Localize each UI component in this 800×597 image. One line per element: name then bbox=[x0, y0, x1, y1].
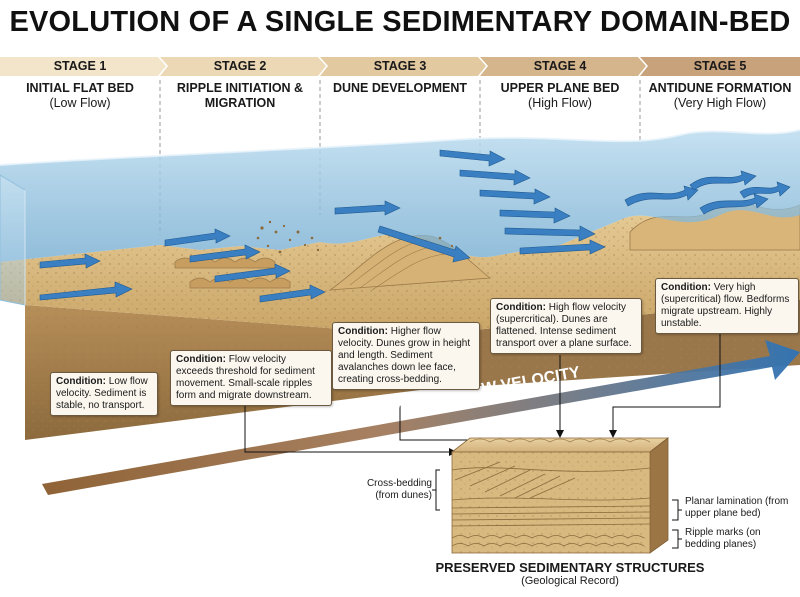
flow-arrow bbox=[39, 281, 133, 301]
flow-arrow bbox=[259, 284, 326, 303]
preserved-block bbox=[450, 437, 670, 554]
stage-label-2: STAGE 2 bbox=[213, 59, 267, 73]
stage-name: DUNE DEVELOPMENT bbox=[332, 81, 468, 95]
stage-label-1: STAGE 1 bbox=[53, 59, 107, 73]
stage-label-5: STAGE 5 bbox=[693, 59, 747, 73]
condition-text: Higher flow velocity. Dunes grow in heig… bbox=[338, 326, 471, 385]
stage-title-5: ANTIDUNE FORMATION (Very High Flow) bbox=[640, 81, 800, 111]
flow-arrow bbox=[479, 188, 551, 205]
condition-box-stage-3: Condition: Higher flow velocity. Dunes g… bbox=[332, 322, 480, 390]
stage-subtitle: (Low Flow) bbox=[49, 96, 111, 110]
stage-subtitle: (High Flow) bbox=[528, 96, 592, 110]
preserved-structures-title: PRESERVED SEDIMENTARY STRUCTURES bbox=[435, 560, 705, 575]
condition-box-stage-2: Condition: Flow velocity exceeds thresho… bbox=[170, 350, 332, 406]
flow-arrow bbox=[214, 263, 291, 283]
condition-heading: Condition: bbox=[176, 354, 226, 365]
stage-subtitle: (Very High Flow) bbox=[673, 96, 767, 110]
condition-box-stage-1: Condition: Low flow velocity. Sediment i… bbox=[50, 372, 158, 416]
connector-lines bbox=[244, 305, 721, 456]
condition-heading: Condition: bbox=[56, 376, 106, 387]
velocity-arrow bbox=[42, 340, 800, 495]
label-cross-bedding: Cross-bedding (from dunes) bbox=[366, 478, 432, 501]
flow-arrow bbox=[624, 185, 699, 207]
stage-banner-1 bbox=[0, 57, 166, 76]
flow-arrow bbox=[439, 149, 506, 167]
condition-heading: Condition: bbox=[496, 302, 546, 313]
condition-text: Flow velocity exceeds threshold for sedi… bbox=[176, 354, 315, 401]
stage-banner-5 bbox=[640, 57, 800, 76]
flow-arrow bbox=[334, 200, 401, 216]
stage-banners bbox=[0, 57, 800, 76]
flow-arrow bbox=[519, 239, 606, 255]
stage-title-1: INITIAL FLAT BED (Low Flow) bbox=[0, 81, 160, 111]
flow-arrow bbox=[689, 170, 757, 191]
label-ripple-marks: Ripple marks (on bedding planes) bbox=[685, 527, 761, 550]
water-front-wall bbox=[0, 174, 26, 306]
flow-arrow bbox=[499, 207, 571, 224]
flow-arrow bbox=[189, 244, 261, 263]
water-body bbox=[0, 130, 800, 262]
flow-arrow bbox=[699, 193, 769, 215]
stage-name: UPPER PLANE BED bbox=[500, 81, 620, 95]
stage-banner-4 bbox=[480, 57, 646, 76]
stage-name: RIPPLE INITIATION & MIGRATION bbox=[176, 81, 304, 110]
flow-arrow bbox=[739, 181, 791, 199]
flow-arrow bbox=[39, 253, 101, 269]
condition-heading: Condition: bbox=[661, 282, 711, 293]
page-title: EVOLUTION OF A SINGLE SEDIMENTARY DOMAIN… bbox=[9, 6, 791, 38]
stage-banner-2 bbox=[160, 57, 326, 76]
stage-banner-3 bbox=[320, 57, 486, 76]
stage-name: INITIAL FLAT BED bbox=[26, 81, 134, 95]
preserved-structures-subtitle: (Geological Record) bbox=[521, 575, 619, 587]
stage-title-4: UPPER PLANE BED (High Flow) bbox=[480, 81, 640, 111]
condition-heading: Condition: bbox=[338, 326, 388, 337]
flow-arrow bbox=[504, 225, 596, 242]
condition-text: High flow velocity (supercritical). Dune… bbox=[496, 302, 632, 349]
condition-box-stage-5: Condition: Very high (supercritical) flo… bbox=[655, 278, 799, 334]
label-planar-lamination: Planar lamination (from upper plane bed) bbox=[685, 496, 789, 519]
condition-box-stage-4: Condition: High flow velocity (supercrit… bbox=[490, 298, 642, 354]
block-label-brackets bbox=[432, 469, 682, 549]
stage-label-3: STAGE 3 bbox=[373, 59, 427, 73]
stage-title-2: RIPPLE INITIATION & MIGRATION bbox=[160, 81, 320, 111]
suspended-grains bbox=[256, 220, 465, 256]
stage-name: ANTIDUNE FORMATION bbox=[648, 81, 792, 95]
condition-text: Very high (supercritical) flow. Bedforms… bbox=[661, 282, 790, 329]
condition-text: Low flow velocity. Sediment is stable, n… bbox=[56, 376, 148, 411]
flow-arrow bbox=[459, 169, 531, 186]
stage-title-3: DUNE DEVELOPMENT bbox=[320, 81, 480, 96]
flow-arrow bbox=[164, 228, 231, 247]
flow-arrows bbox=[39, 149, 791, 303]
flow-arrow bbox=[377, 225, 471, 263]
stage-label-4: STAGE 4 bbox=[533, 59, 587, 73]
